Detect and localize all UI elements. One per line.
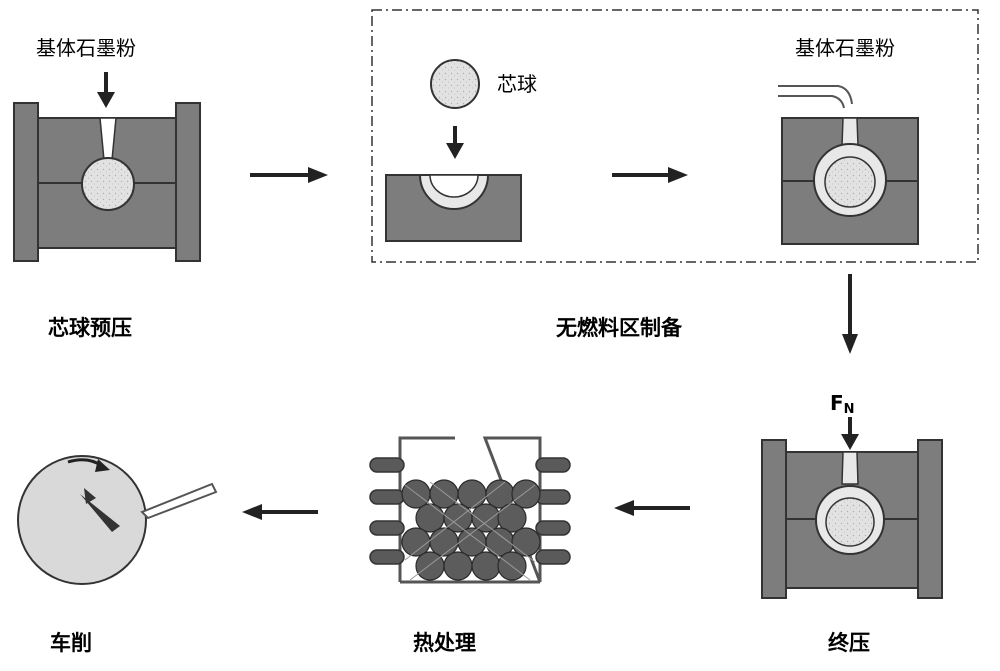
feed-tube (778, 85, 853, 109)
core-ball-label: 芯球 (497, 72, 537, 96)
sphere-grid-lines (404, 481, 536, 581)
step-label-fuel-free-zone: 无燃料区制备 (556, 316, 683, 340)
fuel-sphere-pile (401, 479, 541, 581)
down-arrow-icon (97, 72, 115, 108)
final-press-die (761, 439, 943, 599)
down-arrow-icon (842, 274, 858, 354)
core-ball (430, 59, 480, 109)
prepress-die (13, 102, 201, 262)
rotation-arrow-icon (67, 458, 110, 472)
right-arrow-icon (250, 167, 328, 183)
cutting-direction-icon (80, 488, 120, 532)
cutting-tool (140, 482, 218, 520)
right-arrow-icon (612, 167, 688, 183)
left-arrow-icon (614, 500, 690, 516)
force-label: FN (830, 391, 855, 417)
fuel-free-zone-box (371, 9, 979, 263)
step-label-prepress: 芯球预压 (48, 316, 132, 340)
heater-rods-right (535, 457, 571, 565)
filled-die (781, 117, 919, 245)
step-label-final-press: 终压 (828, 631, 870, 655)
step-label-turning: 车削 (50, 631, 92, 655)
left-arrow-icon (242, 504, 318, 520)
powder-label-left: 基体石墨粉 (36, 36, 136, 60)
machined-sphere (17, 455, 147, 585)
down-arrow-icon (841, 417, 859, 450)
down-arrow-icon (446, 126, 464, 159)
powder-label-right: 基体石墨粉 (795, 36, 895, 60)
lower-die-half (385, 174, 522, 242)
heater-rods-left (369, 457, 405, 565)
step-label-heat-treatment: 热处理 (413, 631, 476, 655)
